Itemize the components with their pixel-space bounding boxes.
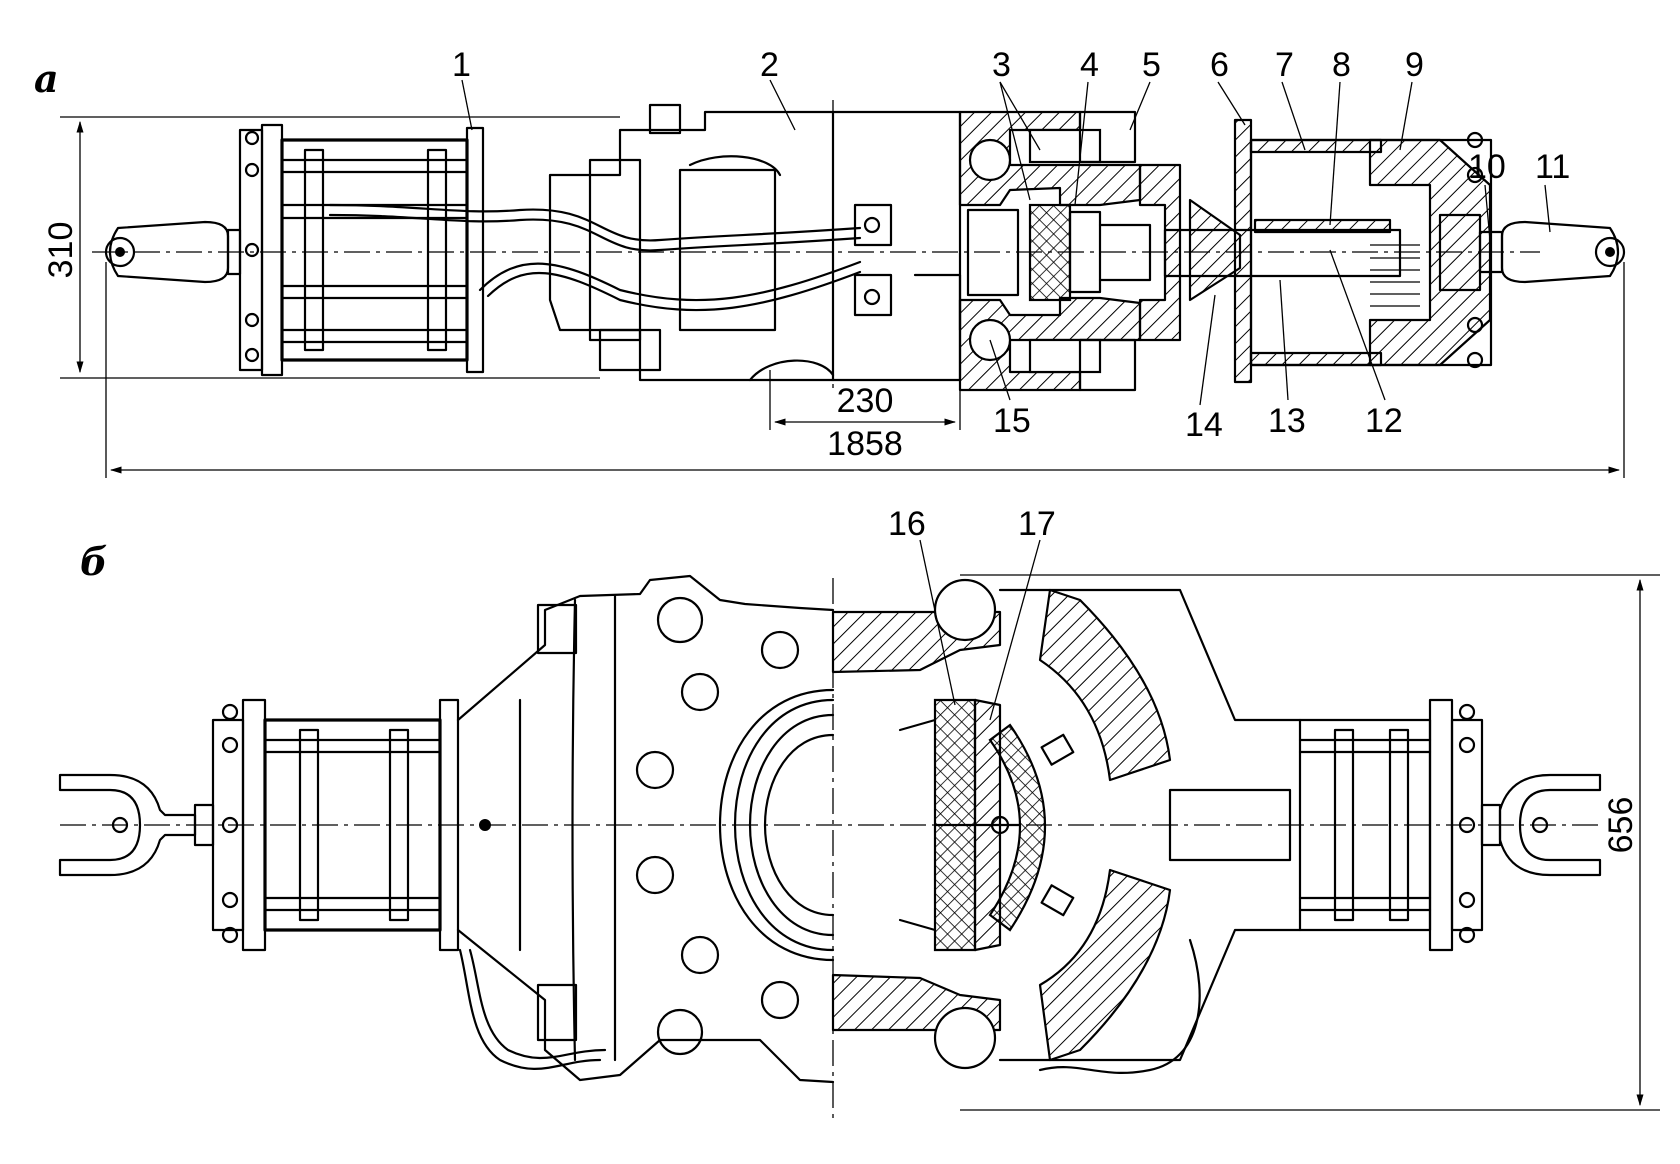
callout-15: 15: [993, 402, 1031, 440]
callout-7: 7: [1275, 46, 1294, 84]
central-bore: [718, 688, 835, 962]
callout-13: 13: [1268, 402, 1306, 440]
dim-length-value: 1858: [827, 425, 903, 463]
right-housing-section: [831, 578, 1302, 1070]
left-spring-pack-b: [211, 698, 460, 952]
body-left-half: [548, 103, 835, 382]
callout-1: 1: [452, 46, 471, 84]
right-fork: [1480, 773, 1602, 877]
dim-offset-value: 230: [837, 382, 894, 420]
callout-17: 17: [1018, 505, 1056, 543]
piston-section: [966, 203, 1152, 302]
dim-height-a-value: 310: [42, 222, 80, 279]
dim-length: 1858: [105, 262, 1625, 478]
callout-16: 16: [888, 505, 926, 543]
view-b: б: [58, 505, 1660, 1120]
housing-section: [958, 110, 1142, 392]
knuckle-section: [898, 698, 1075, 952]
callout-4: 4: [1080, 46, 1099, 84]
view-a: а: [34, 46, 1626, 478]
left-spring-pack: [238, 123, 485, 377]
dim-height-a: 310: [42, 116, 620, 379]
dim-offset: 230: [769, 370, 961, 430]
view-a-leaders: [461, 79, 1551, 406]
cylinder-assembly: [1138, 118, 1504, 384]
air-pipes: [328, 203, 862, 312]
view-a-label: а: [34, 56, 59, 101]
disc-springs: [1370, 244, 1420, 307]
view-b-label: б: [80, 539, 107, 584]
leader-17: [989, 539, 1041, 721]
callout-6: 6: [1210, 46, 1229, 84]
dim-height-b-value: 656: [1602, 797, 1640, 854]
callout-11: 11: [1535, 148, 1570, 186]
callout-14: 14: [1185, 406, 1223, 444]
leader-16: [919, 539, 956, 706]
right-coupling-eye: [1500, 220, 1626, 284]
callout-10: 10: [1468, 148, 1506, 186]
callout-9: 9: [1405, 46, 1424, 84]
callout-8: 8: [1332, 46, 1351, 84]
callout-3: 3: [992, 46, 1011, 84]
dim-height-b: 656: [960, 574, 1660, 1111]
body-right-section: [831, 110, 962, 382]
callout-2: 2: [760, 46, 779, 84]
callout-12: 12: [1365, 402, 1403, 440]
callout-5: 5: [1142, 46, 1161, 84]
left-body-housing: [456, 574, 835, 1084]
